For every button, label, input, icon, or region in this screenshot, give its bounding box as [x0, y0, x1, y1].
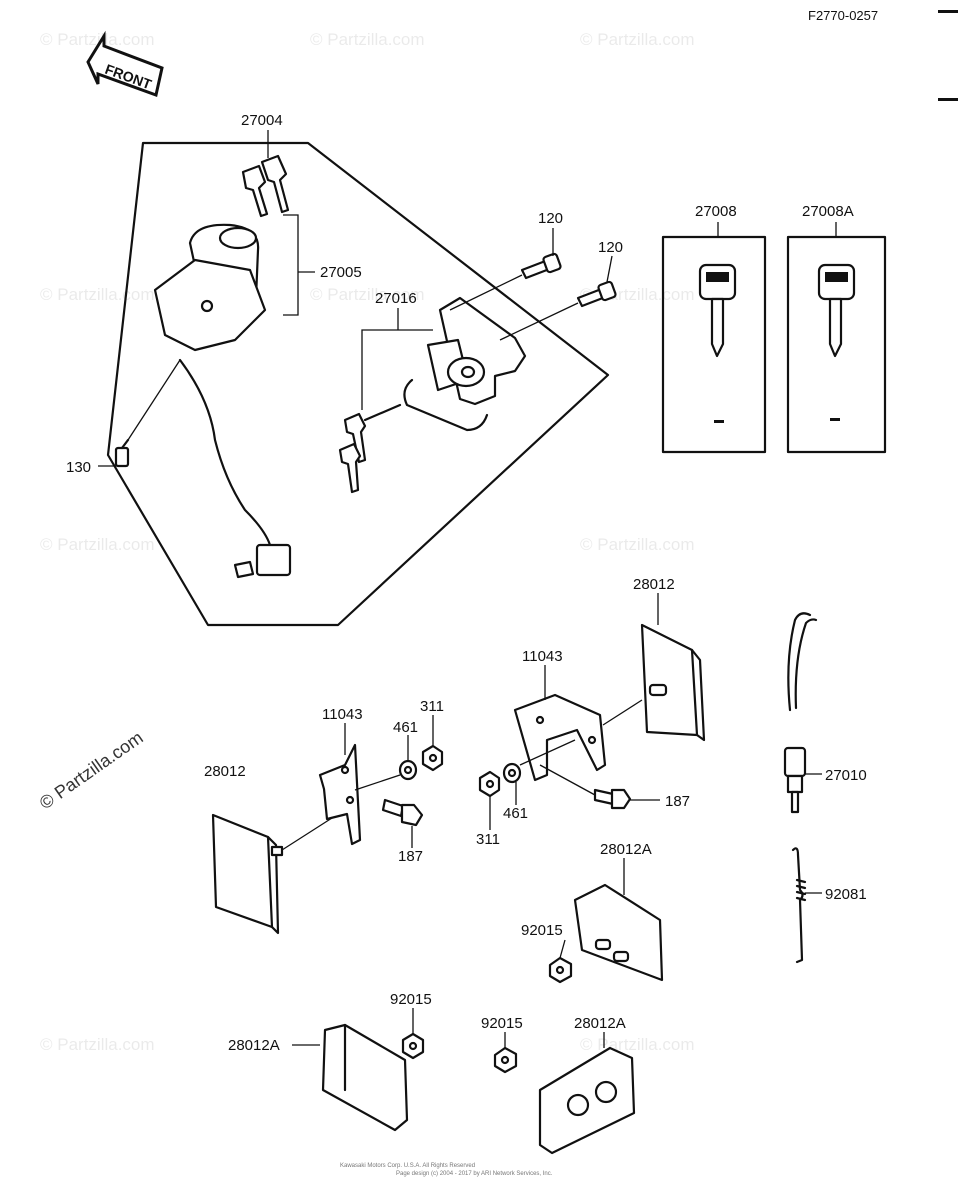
label-28012A-left: 28012A: [228, 1037, 280, 1054]
footer-copyright: Kawasaki Motors Corp. U.S.A. All Rights …: [340, 1163, 475, 1169]
bolt-187-right: [593, 788, 632, 810]
label-27005: 27005: [320, 264, 362, 281]
reflector-28012A-right: [538, 1046, 636, 1155]
bolt-120-lower: [576, 280, 617, 308]
label-28012-left: 28012: [204, 763, 246, 780]
nut-92015-left: [401, 1032, 425, 1060]
leader-reflector-left: [281, 817, 333, 851]
leader-120-line: [449, 274, 523, 311]
nut-92015-right: [493, 1046, 518, 1074]
edge-mark: [938, 98, 958, 101]
label-28012A-mid: 28012A: [600, 841, 652, 858]
reflector-28012A-mid: [573, 883, 664, 982]
label-92015-mid: 92015: [521, 922, 563, 939]
seat-lock: [338, 296, 527, 494]
nut-92015-mid: [548, 956, 573, 984]
label-120a: 120: [538, 210, 563, 227]
reflector-28012-left: [211, 813, 284, 935]
watermark: © Partzilla.com: [40, 285, 155, 304]
watermark-layer: © Partzilla.com © Partzilla.com © Partzi…: [40, 30, 695, 1054]
key-27008: [698, 263, 737, 358]
label-11043-right: 11043: [522, 648, 563, 665]
label-461-right: 461: [503, 805, 528, 822]
watermark: © Partzilla.com: [580, 535, 695, 554]
leader-nut-line: [519, 739, 576, 766]
label-187-left: 187: [398, 848, 423, 865]
reflector-28012A-left: [321, 1023, 409, 1132]
key-box-27008: [661, 235, 767, 454]
label-311-left: 311: [420, 698, 444, 715]
watermark: © Partzilla.com: [580, 1035, 695, 1054]
watermark: © Partzilla.com: [40, 30, 155, 49]
label-461-left: 461: [393, 719, 418, 736]
bolt-130: [114, 438, 130, 468]
watermark: © Partzilla.com: [310, 285, 425, 304]
washer-461-left: [398, 759, 418, 781]
label-120b: 120: [598, 239, 623, 256]
label-27008A: 27008A: [802, 203, 854, 220]
bracket-27005: [283, 214, 299, 316]
label-28012-top: 28012: [633, 576, 675, 593]
label-11043-left: 11043: [322, 706, 363, 723]
edge-mark: [938, 10, 958, 13]
watermark: © Partzilla.com: [310, 30, 425, 49]
watermark: © Partzilla.com: [40, 535, 155, 554]
label-92015-left: 92015: [390, 991, 432, 1008]
leader-bolt-line: [539, 764, 596, 796]
washer-461-right: [502, 762, 522, 784]
key-27008A: [817, 263, 856, 358]
leader-nut-left-line: [354, 774, 401, 791]
bolt-187-left: [381, 798, 424, 827]
label-27008: 27008: [695, 203, 737, 220]
ignition-group-outline: [106, 141, 610, 627]
spring-92081: [791, 847, 807, 964]
leader-130-b: [127, 359, 181, 441]
label-28012A-right: 28012A: [574, 1015, 626, 1032]
switch-27010: [783, 612, 818, 814]
bracket-11043-right: [513, 693, 607, 782]
footer-design: Page design (c) 2004 - 2017 by ARI Netwo…: [396, 1171, 553, 1177]
label-311-right: 311: [476, 831, 500, 848]
watermark: © Partzilla.com: [580, 30, 695, 49]
leader-92015-mid: [559, 939, 566, 959]
ignition-keys: [241, 154, 290, 218]
leader-120b: [606, 255, 613, 283]
bolt-120-upper: [520, 252, 562, 280]
label-27004: 27004: [241, 112, 283, 129]
label-130: 130: [66, 459, 91, 476]
bracket-27016: [361, 329, 433, 410]
bracket-11043-left: [318, 743, 362, 846]
label-92015-right: 92015: [481, 1015, 523, 1032]
leader-bracket-to-reflector: [602, 699, 643, 726]
tag-mark: [830, 418, 840, 421]
watermark: © Partzilla.com: [40, 1035, 155, 1054]
tag-mark: [714, 420, 724, 423]
ignition-switch: [153, 223, 292, 579]
label-187-right: 187: [665, 793, 690, 810]
label-27010: 27010: [825, 767, 867, 784]
label-27016: 27016: [375, 290, 417, 307]
reflector-28012-right: [640, 623, 706, 742]
label-92081: 92081: [825, 886, 867, 903]
nut-311-right: [478, 770, 501, 798]
nut-311-left: [421, 744, 444, 772]
watermark-rotated: © Partzilla.com: [36, 727, 147, 813]
figure-code: F2770-0257: [808, 8, 878, 23]
leader-120-line2: [499, 302, 579, 341]
